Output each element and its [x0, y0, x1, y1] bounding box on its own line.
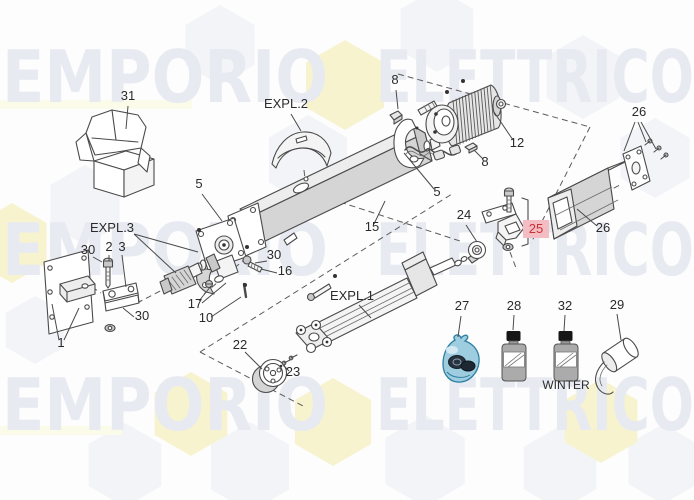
motor-rib-line — [461, 96, 467, 142]
part-label-26: 26 — [632, 104, 646, 119]
motor-rib-line — [480, 88, 486, 134]
part-main-beam-15 — [227, 125, 433, 261]
hexagon-logo-gray — [211, 422, 289, 500]
part-label-1: 1 — [57, 335, 64, 350]
highlight-box — [523, 220, 549, 238]
part-label-expl-3: EXPL.3 — [90, 220, 134, 235]
highlight-group-25: 25 — [521, 197, 549, 247]
part-label-23: 23 — [286, 364, 300, 379]
leader-lines — [51, 89, 657, 372]
part-label-28: 28 — [507, 298, 521, 313]
part-rear-tube-26 — [547, 158, 632, 240]
watermark-word-elettrico-3: ELETTRICO — [376, 363, 694, 447]
part-wall-plate-1 — [43, 249, 96, 335]
part-label-27: 27 — [455, 298, 469, 313]
part-label-22: 22 — [233, 337, 247, 352]
part-label-29: 29 — [610, 297, 624, 312]
motor-rib-line — [458, 97, 464, 144]
part-spares-bag-27 — [442, 334, 480, 383]
part-label-15: 15 — [365, 219, 379, 234]
motor-cooling-ribs — [452, 84, 495, 147]
hexagon-logo-yellow — [0, 203, 47, 283]
hexagon-logo-gray — [185, 5, 255, 85]
part-label-3: 3 — [118, 239, 125, 254]
highlight-label: 25 — [529, 221, 543, 236]
part-label-30: 30 — [81, 242, 95, 257]
watermark-word-emporio-1: EMPORIO — [2, 35, 328, 119]
part-label-8: 8 — [481, 154, 488, 169]
motor-rib-line — [474, 91, 480, 137]
part-label-winter: WINTER — [542, 378, 590, 392]
part-label-5: 5 — [195, 176, 202, 191]
part-screws-23 — [279, 354, 298, 368]
part-label-10: 10 — [199, 310, 213, 325]
hexagon-logo-yellow — [306, 40, 384, 130]
part-clevis-fork-30 — [102, 257, 140, 333]
motor-rib-line — [477, 89, 483, 136]
part-label-30: 30 — [135, 308, 149, 323]
wiring-harness — [404, 144, 462, 163]
part-motor-12 — [415, 79, 507, 147]
part-terminal-8-upper — [389, 110, 403, 125]
part-plastic-cover-expl2 — [271, 131, 332, 169]
part-label-24: 24 — [457, 207, 471, 222]
hexagon-logo-gray — [628, 424, 694, 500]
fasteners-group — [204, 255, 337, 302]
part-label-expl-2: EXPL.2 — [264, 96, 308, 111]
part-label-16: 16 — [278, 263, 292, 278]
hexagon-logo-gray — [400, 0, 474, 72]
part-end-plate-26 — [622, 138, 669, 191]
part-gate-bracket-25 — [481, 187, 525, 252]
motor-rib-line — [464, 94, 470, 141]
watermark-bar-bottom — [0, 426, 122, 435]
motor-rib-line — [486, 86, 492, 132]
part-label-5: 5 — [433, 184, 440, 199]
part-label-2: 2 — [105, 239, 112, 254]
part-label-30: 30 — [267, 247, 281, 262]
part-label-8: 8 — [391, 72, 398, 87]
part-label-12: 12 — [510, 135, 524, 150]
dashed-construction-lines — [91, 73, 621, 408]
hexagon-logo-yellow — [564, 379, 638, 463]
motor-rib-line — [468, 93, 473, 140]
part-label-17: 17 — [188, 296, 202, 311]
part-label-expl-1: EXPL.1 — [330, 288, 374, 303]
motor-rib-line — [489, 84, 495, 130]
hexagon-logo-yellow — [154, 372, 228, 456]
motor-rib-line — [471, 92, 477, 138]
part-carton-box-31 — [75, 109, 155, 198]
part-washers-rod-end-24 — [454, 240, 487, 267]
part-label-31: 31 — [121, 88, 135, 103]
part-label-26: 26 — [596, 220, 610, 235]
part-terminal-8-lower — [464, 142, 478, 154]
hexagon-logo-gray — [88, 423, 162, 500]
part-label-32: 32 — [558, 298, 572, 313]
hexagon-logo-yellow — [294, 378, 372, 466]
watermark-bar-top — [0, 100, 192, 109]
part-oil-bottle-32-winter — [553, 331, 579, 382]
part-oil-bottle-28 — [501, 331, 527, 382]
hexagon-logo-gray — [385, 415, 465, 500]
part-capacitor-29 — [595, 337, 639, 395]
hexagon-logo-gray — [546, 35, 620, 119]
motor-rib-line — [483, 87, 489, 133]
